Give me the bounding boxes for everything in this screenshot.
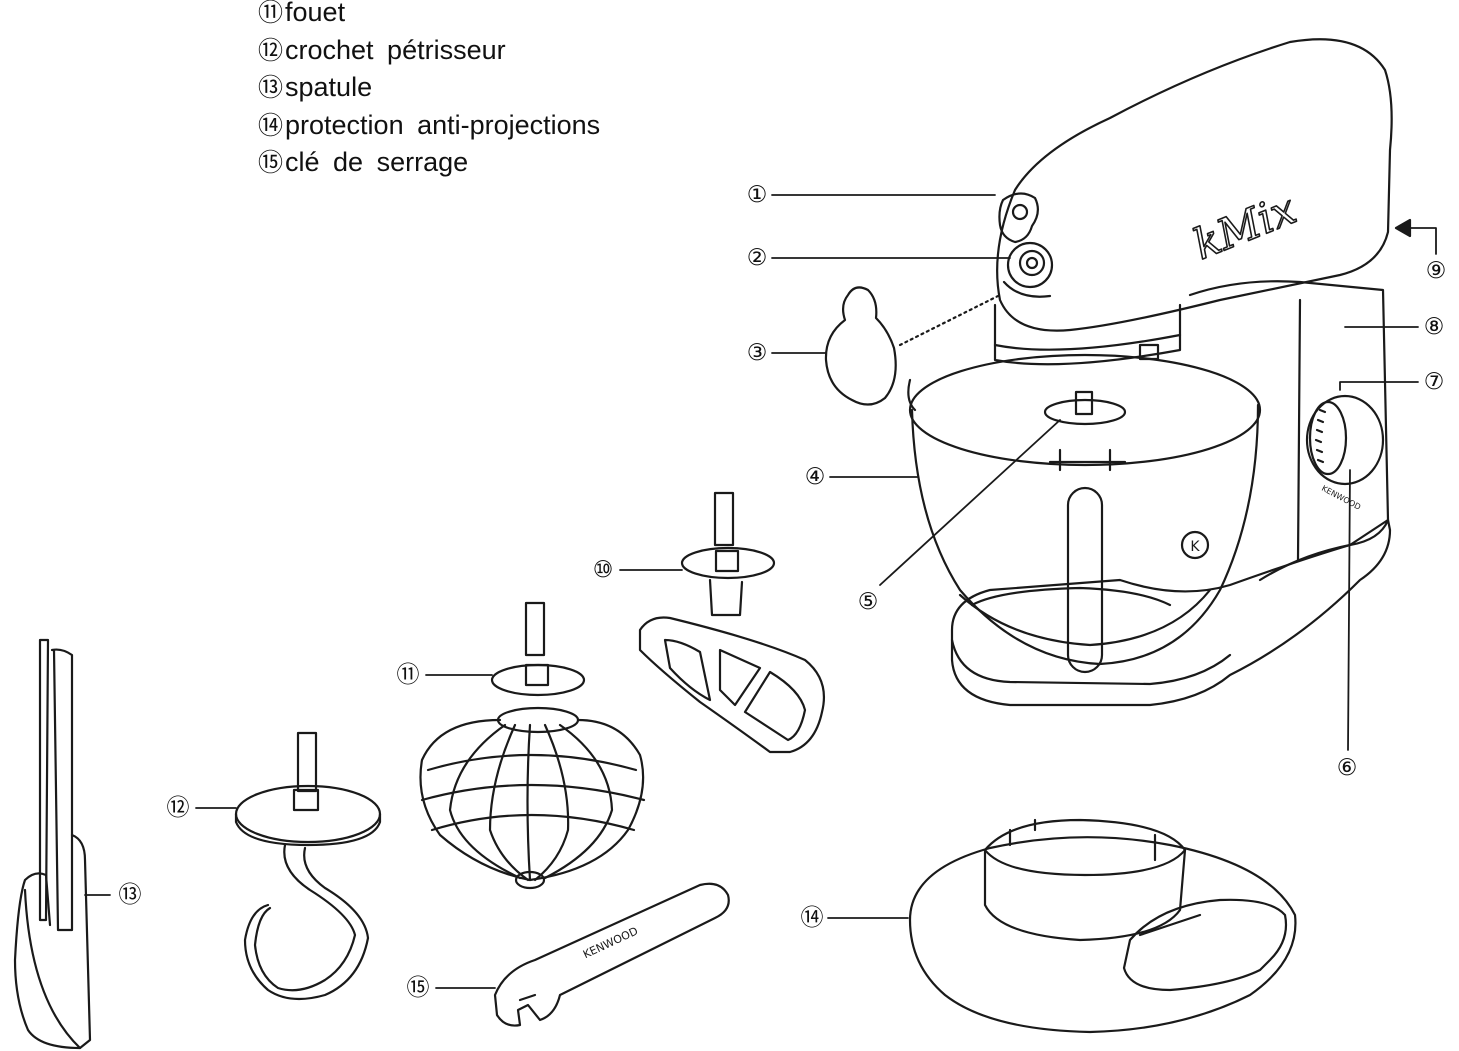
legend-item-spanner: ⑮clé de serrage [258, 144, 600, 182]
legend-label: crochet pétrisseur [285, 34, 506, 65]
spanner-brand: KENWOOD [581, 924, 640, 961]
splash-guard [908, 818, 1297, 1034]
legend-number: ⑭ [258, 111, 284, 140]
outlet-cover [998, 192, 1039, 244]
callout-6: ⑥ [1337, 755, 1358, 781]
callout-2: ② [747, 245, 768, 271]
legend-item-spatula: ⑬spatule [258, 69, 600, 107]
callout-14: ⑭ [801, 905, 824, 931]
side-brand: KENWOOD [1320, 484, 1362, 512]
head-brand: kMix [1186, 184, 1303, 269]
outlet-cover-detached [824, 286, 897, 406]
callout-4: ④ [805, 464, 826, 490]
spanner: KENWOOD [493, 882, 730, 1027]
callout-7: ⑦ [1424, 369, 1445, 395]
speed-knob [1305, 394, 1385, 486]
spatula [13, 638, 92, 1050]
callout-1: ① [747, 182, 768, 208]
legend-number: ⑮ [258, 149, 284, 177]
callout-13: ⑬ [119, 882, 142, 908]
callout-11: ⑪ [397, 662, 420, 688]
legend-number: ⑪ [258, 0, 284, 27]
bowl-logo: K [1190, 539, 1200, 555]
drive-outlet [1006, 241, 1054, 289]
legend-label: clé de serrage [285, 147, 469, 177]
callout-12: ⑫ [167, 795, 190, 821]
legend-label: protection anti-projections [285, 109, 601, 140]
legend-item-whisk: ⑪fouet [258, 0, 600, 32]
mixer-column [1188, 280, 1390, 582]
callout-8: ⑧ [1424, 314, 1445, 340]
mixer-head [996, 38, 1393, 332]
callouts: ① ② ③ ④ ⑤ ⑥ ⑦ ⑧ ⑨ ⑩ ⑪ ⑫ ⑬ ⑭ ⑮ [119, 182, 1447, 1001]
callout-3: ③ [747, 340, 768, 366]
leader-lines [84, 194, 1437, 989]
callout-9: ⑨ [1426, 258, 1447, 284]
callout-5: ⑤ [858, 589, 879, 615]
stand-mixer: kMix KENWOOD K [907, 38, 1393, 707]
callout-10: ⑩ [593, 557, 614, 583]
legend-number: ⑫ [258, 36, 284, 65]
mixing-bowl: K [907, 353, 1262, 674]
k-beater [638, 491, 826, 754]
legend-label: spatule [285, 72, 373, 102]
cover-guide-dotted [898, 293, 1002, 347]
whisk [419, 601, 646, 890]
arrow-head [1394, 218, 1412, 238]
callout-15: ⑮ [407, 975, 430, 1001]
legend-label: fouet [285, 0, 346, 27]
legend-item-splash-guard: ⑭protection anti-projections [258, 107, 600, 145]
dough-hook [234, 731, 382, 1001]
mixer-base [950, 518, 1392, 707]
legend-item-dough-hook: ⑫crochet pétrisseur [258, 32, 600, 70]
legend-number: ⑬ [258, 74, 284, 102]
parts-legend: ⑪fouet ⑫crochet pétrisseur ⑬spatule ⑭pro… [258, 0, 600, 182]
